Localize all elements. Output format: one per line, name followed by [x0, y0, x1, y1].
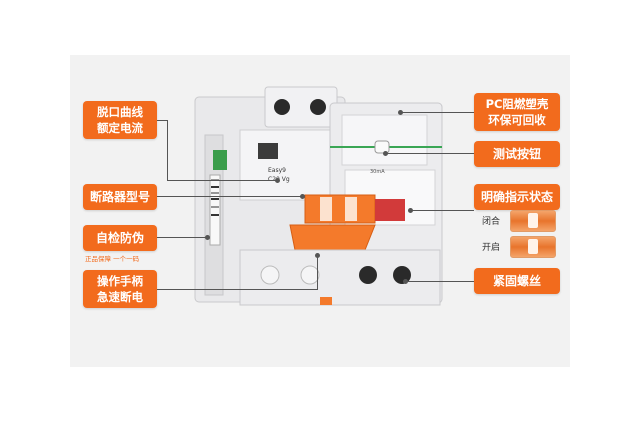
- label-breaker-model: 断路器型号: [83, 184, 157, 210]
- label-anticounterfeit: 自检防伪: [83, 225, 157, 251]
- label-pc-shell-line1: PC阻燃塑壳: [485, 97, 549, 111]
- label-trip-curve-line2: 额定电流: [97, 121, 143, 135]
- label-fastening-screw: 紧固螺丝: [474, 268, 560, 294]
- connector-line: [167, 180, 277, 181]
- connector-line: [317, 255, 318, 290]
- connector-line: [157, 120, 167, 121]
- connector-line: [385, 153, 474, 154]
- state-open-image: [510, 236, 556, 258]
- label-operating-handle-line1: 操作手柄: [97, 274, 143, 288]
- connector-line: [157, 289, 317, 290]
- connector-line: [167, 120, 168, 180]
- state-closed-image: [510, 210, 556, 232]
- device-test-rating: 30mA: [370, 169, 385, 175]
- label-trip-curve-line1: 脱口曲线: [97, 105, 143, 119]
- connector-line: [410, 210, 474, 211]
- label-trip-curve: 脱口曲线 额定电流: [83, 101, 157, 139]
- connector-line: [157, 237, 207, 238]
- label-test-button-text: 测试按钮: [492, 147, 541, 161]
- connector-dot: [408, 208, 413, 213]
- label-fastening-screw-text: 紧固螺丝: [492, 274, 541, 288]
- label-breaker-model-text: 断路器型号: [89, 190, 150, 204]
- connector-line: [400, 112, 474, 113]
- label-pc-shell: PC阻燃塑壳 环保可回收: [474, 93, 560, 131]
- connector-dot: [315, 253, 320, 258]
- label-status-indicator-text: 明确指示状态: [480, 190, 553, 204]
- connector-dot: [383, 151, 388, 156]
- label-test-button: 测试按钮: [474, 141, 560, 167]
- connector-dot: [403, 279, 408, 284]
- connector-dot: [398, 110, 403, 115]
- connector-dot: [275, 178, 280, 183]
- connector-dot: [205, 235, 210, 240]
- state-open-label: 开启: [482, 243, 501, 253]
- circuit-breaker-image: Easy9 C20 Vg 30mA: [194, 86, 443, 306]
- connector-line: [405, 281, 474, 282]
- label-anticounterfeit-text: 自检防伪: [95, 231, 144, 245]
- connector-line: [157, 196, 302, 197]
- connector-dot: [300, 194, 305, 199]
- label-anticounterfeit-sub: 正品保障 一个一码: [85, 255, 140, 263]
- label-operating-handle: 操作手柄 急速断电: [83, 270, 157, 308]
- label-operating-handle-line2: 急速断电: [97, 290, 143, 304]
- device-brand: Easy9: [268, 167, 286, 174]
- label-pc-shell-line2: 环保可回收: [488, 113, 546, 127]
- state-closed-label: 闭合: [482, 217, 501, 227]
- label-status-indicator: 明确指示状态: [474, 184, 560, 210]
